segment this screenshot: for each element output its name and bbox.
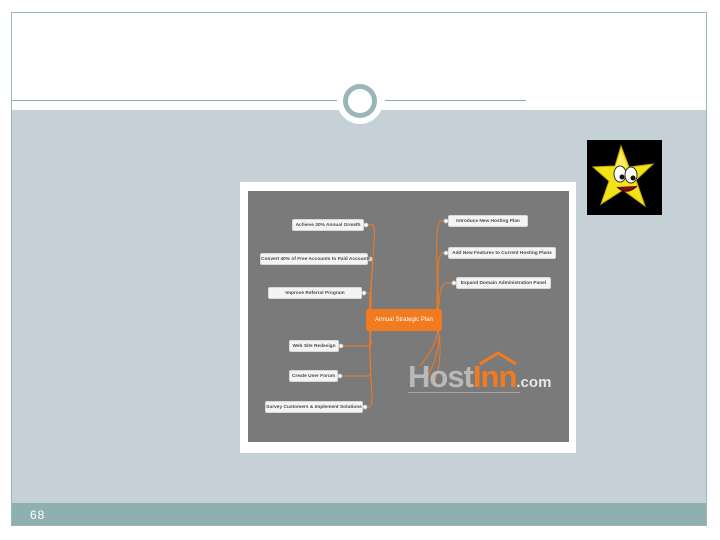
node-endpoint [338, 343, 344, 349]
node-new-features: Add New Features to Current Hosting Plan… [448, 247, 556, 259]
node-domain-panel: Expand Domain Administration Panel [456, 277, 551, 289]
node-survey-customers: Survey Customers & Implement Solutions [265, 401, 363, 413]
node-new-hosting-plan: Introduce New Hosting Plan [448, 215, 528, 227]
logo-roof-icon [479, 351, 517, 366]
logo-inn-text: Inn [472, 359, 517, 394]
connector-left-6 [365, 322, 373, 408]
node-endpoint [363, 222, 369, 228]
logo-underline [408, 392, 520, 393]
star-clipart [587, 140, 662, 215]
node-user-forum: Create User Forum [289, 370, 338, 382]
mind-map: Achieve 30% Annual Growth Convert 40% of… [248, 191, 569, 442]
title-divider-left [12, 100, 337, 101]
logo-host-text: Host [408, 359, 474, 394]
node-endpoints [337, 218, 457, 410]
connector-right-1 [435, 220, 446, 321]
slide-footer [12, 503, 706, 525]
ring-ornament-icon [337, 78, 383, 124]
node-endpoint [362, 404, 368, 410]
hostinn-logo: HostInn.com [408, 357, 551, 397]
node-annual-strategic-plan: Annual Strategic Plan [366, 309, 442, 331]
node-endpoint [337, 373, 343, 379]
smiling-star-icon [591, 144, 655, 208]
node-web-site-redesign: Web Site Redesign [289, 340, 339, 352]
node-endpoint [361, 290, 367, 296]
node-achieve-growth: Achieve 30% Annual Growth [292, 219, 364, 231]
title-divider-right [385, 100, 526, 101]
node-convert-accounts: Convert 40% of Free Accounts to Paid Acc… [260, 253, 371, 265]
logo-com-text: .com [516, 374, 552, 391]
page-number: 68 [30, 508, 46, 522]
connector-left-1 [366, 224, 375, 321]
node-referral-program: Improve Referral Program [268, 287, 362, 299]
node-endpoint [367, 256, 373, 262]
